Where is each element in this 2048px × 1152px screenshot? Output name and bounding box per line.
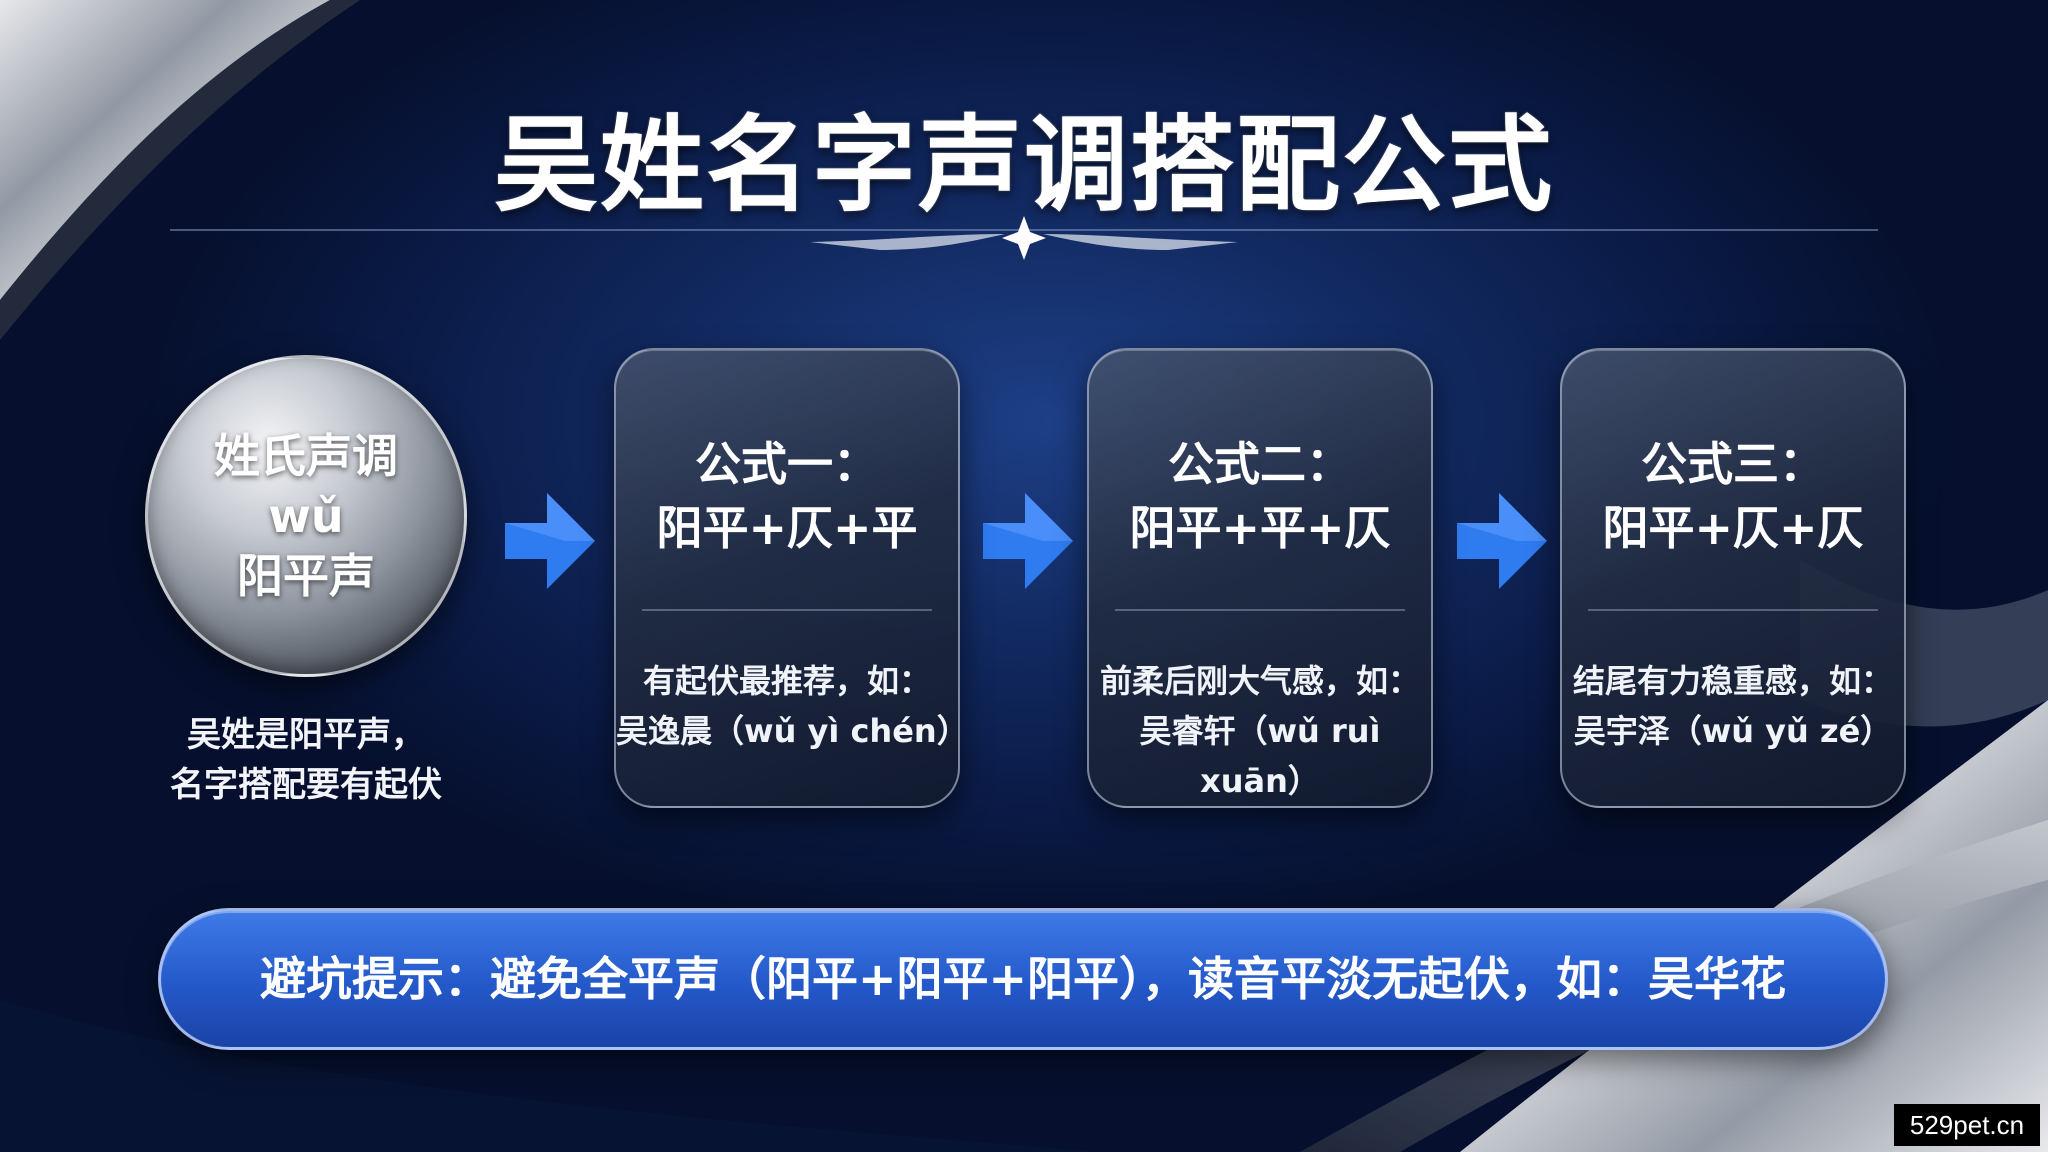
surname-caption-line-2: 名字搭配要有起伏 — [170, 765, 442, 805]
formula-note: 前柔后刚大气感，如： — [1099, 662, 1420, 700]
formula-example: 吴睿轩（wǔ ruì xuān） — [1139, 712, 1381, 800]
formula-example: 吴宇泽（wǔ yǔ zé） — [1573, 712, 1893, 750]
formula-card-2: 公式二： 阳平+平+仄 前柔后刚大气感，如： 吴睿轩（wǔ ruì xuān） — [1087, 348, 1433, 808]
watermark: 529pet.cn — [1894, 1104, 2040, 1146]
surname-caption: 吴姓是阳平声， 名字搭配要有起伏 — [120, 710, 492, 810]
page-title: 吴姓名字声调搭配公式 — [493, 103, 1554, 226]
formula-note: 有起伏最推荐，如： — [642, 662, 931, 700]
formula-label: 公式一： — [695, 437, 879, 491]
formula-pattern: 阳平+仄+仄 — [1602, 501, 1864, 555]
formula-example: 吴逸晨（wǔ yì chén） — [616, 712, 969, 750]
formula-heading: 公式一： 阳平+仄+平 — [616, 432, 958, 560]
formula-description: 前柔后刚大气感，如： 吴睿轩（wǔ ruì xuān） — [1089, 656, 1431, 806]
formula-pattern: 阳平+仄+平 — [656, 501, 918, 555]
arrow-right-icon — [505, 493, 595, 589]
card-divider — [1588, 609, 1878, 611]
formula-label: 公式三： — [1641, 437, 1825, 491]
formula-note: 结尾有力稳重感，如： — [1572, 662, 1893, 700]
formula-description: 结尾有力稳重感，如： 吴宇泽（wǔ yǔ zé） — [1562, 656, 1904, 756]
surname-tone-circle: 姓氏声调 wǔ 阳平声 — [145, 355, 467, 677]
card-divider — [1115, 609, 1405, 611]
surname-tone-label: 姓氏声调 — [214, 429, 398, 483]
formula-heading: 公式三： 阳平+仄+仄 — [1562, 432, 1904, 560]
ornamental-divider — [170, 216, 1878, 260]
formula-card-1: 公式一： 阳平+仄+平 有起伏最推荐，如： 吴逸晨（wǔ yì chén） — [614, 348, 969, 808]
tip-banner: 避坑提示：避免全平声（阳平+阳平+阳平），读音平淡无起伏，如：吴华花 — [158, 908, 1888, 1050]
formula-label: 公式二： — [1168, 437, 1352, 491]
surname-pinyin: wǔ — [268, 489, 344, 543]
card-divider — [642, 609, 932, 611]
arrow-right-icon — [983, 493, 1073, 589]
surname-tone-value: 阳平声 — [237, 549, 375, 603]
formula-card-3: 公式三： 阳平+仄+仄 结尾有力稳重感，如： 吴宇泽（wǔ yǔ zé） — [1560, 348, 1906, 808]
formula-heading: 公式二： 阳平+平+仄 — [1089, 432, 1431, 560]
formula-description: 有起伏最推荐，如： 吴逸晨（wǔ yì chén） — [616, 656, 969, 756]
arrow-right-icon — [1457, 493, 1547, 589]
formula-pattern: 阳平+平+仄 — [1129, 501, 1391, 555]
surname-caption-line-1: 吴姓是阳平声， — [187, 715, 425, 755]
